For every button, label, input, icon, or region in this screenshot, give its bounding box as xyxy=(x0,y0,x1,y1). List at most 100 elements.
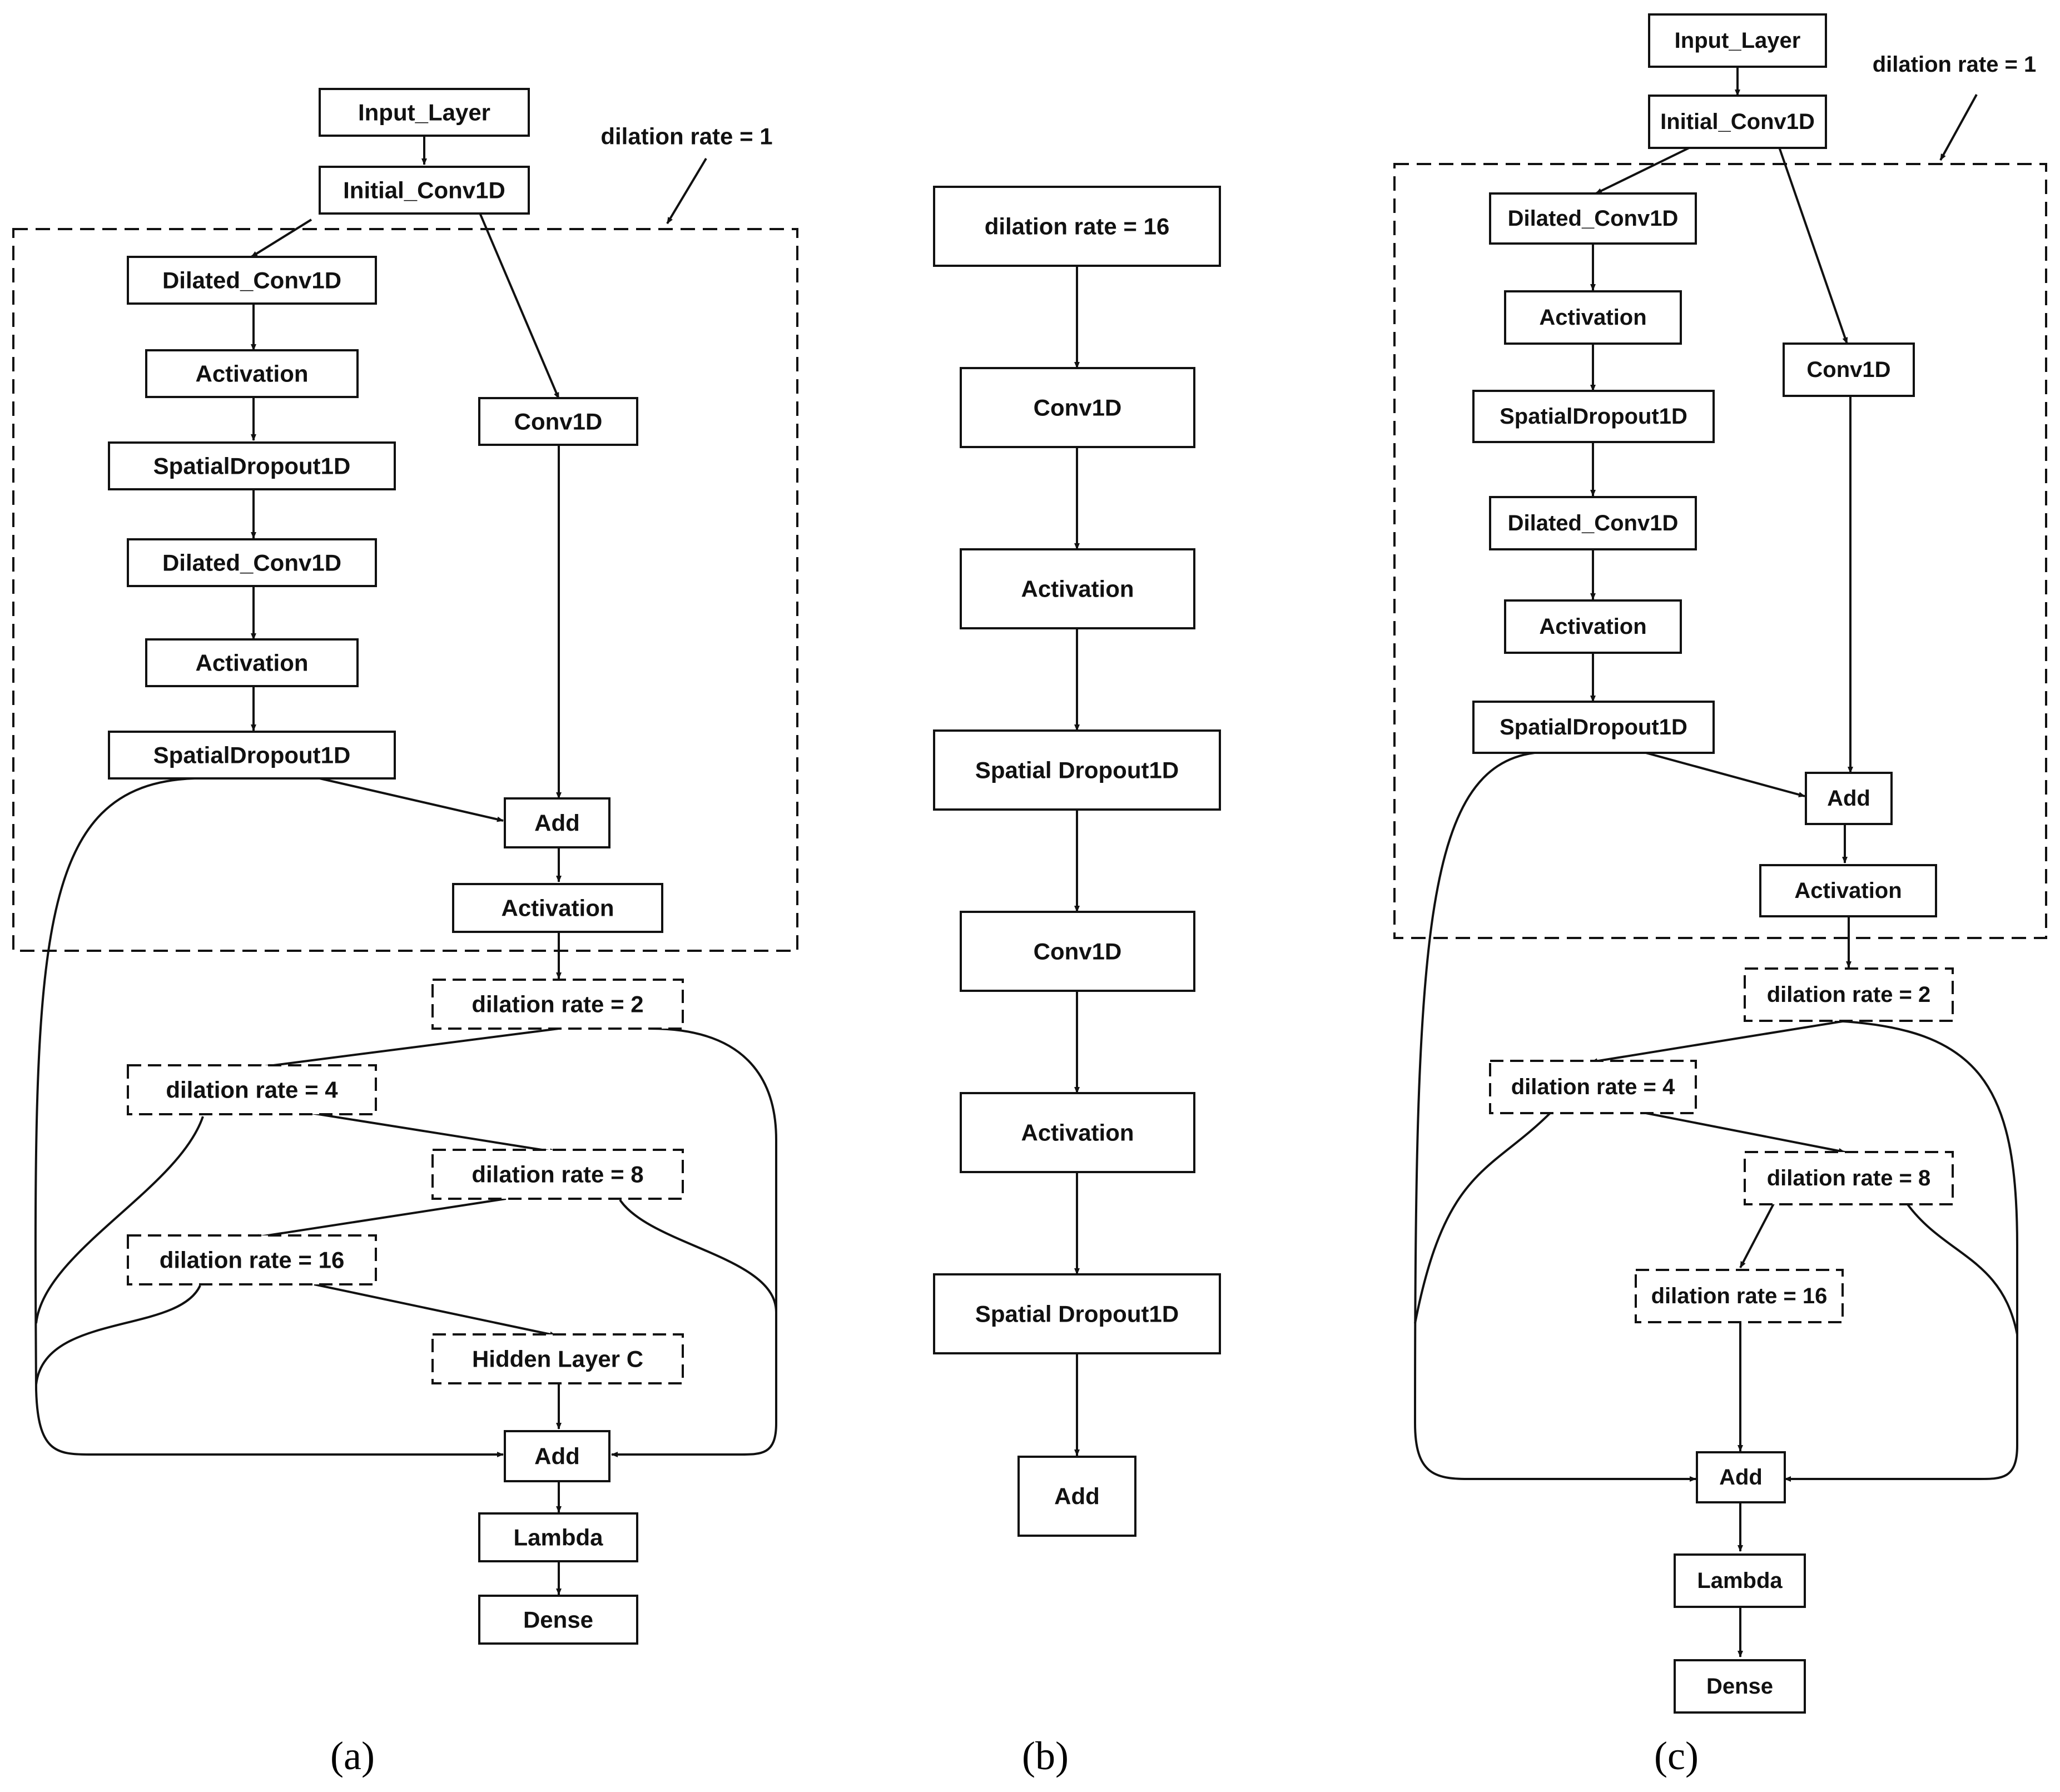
c-label-dilation-2: dilation rate = 2 xyxy=(1767,982,1931,1007)
b-label-activation-1: Activation xyxy=(1021,576,1134,602)
a-node-hidden-layer xyxy=(431,1333,684,1384)
c-label-dilation-4: dilation rate = 4 xyxy=(1511,1075,1675,1099)
a-label-dilation-2: dilation rate = 2 xyxy=(471,991,643,1017)
c-node-spatial-dropout-1 xyxy=(1472,390,1715,443)
c-label-dilation-8: dilation rate = 8 xyxy=(1767,1166,1931,1190)
c-node-dense xyxy=(1674,1659,1806,1714)
c-skip-dr8 xyxy=(1906,1203,2018,1335)
a-edge-dr16-hidden xyxy=(314,1283,557,1337)
a-label-conv1d: Conv1D xyxy=(514,409,603,435)
c-residual-block-frame xyxy=(1393,163,2047,939)
c-edge-dr2-dr4 xyxy=(1591,1020,1846,1064)
c-label-dilated-conv-1: Dilated_Conv1D xyxy=(1508,206,1679,231)
b-label-conv1d-2: Conv1D xyxy=(1034,939,1122,965)
b-label-spatial-dropout-2: Spatial Dropout1D xyxy=(975,1301,1179,1327)
c-node-conv1d xyxy=(1783,342,1915,397)
b-node-conv1d-1 xyxy=(960,367,1195,448)
b-label-conv1d-1: Conv1D xyxy=(1034,395,1122,421)
b-label-spatial-dropout-1: Spatial Dropout1D xyxy=(975,757,1179,783)
c-node-dilated-conv-1 xyxy=(1489,192,1697,245)
c-label-dilated-conv-2: Dilated_Conv1D xyxy=(1508,511,1679,535)
a-skip-left-outer xyxy=(34,777,504,1457)
c-node-activation-1 xyxy=(1504,290,1682,345)
a-node-conv1d xyxy=(478,397,638,446)
a-edge-dr4-dr8 xyxy=(311,1112,557,1154)
a-edge-drop2-add xyxy=(319,777,504,822)
b-label-dilation-16: dilation rate = 16 xyxy=(985,214,1170,240)
caption-b: (b) xyxy=(1022,1734,1069,1778)
c-edge-drop2-add xyxy=(1645,752,1805,797)
c-label-conv1d: Conv1D xyxy=(1806,358,1890,382)
a-skip-dr4 xyxy=(35,1116,204,1324)
a-node-dilated-conv-1 xyxy=(127,256,377,305)
caption-a: (a) xyxy=(330,1734,375,1778)
a-label-hidden-layer: Hidden Layer C xyxy=(472,1346,643,1372)
c-node-lambda xyxy=(1674,1553,1806,1608)
c-label-dense: Dense xyxy=(1706,1674,1773,1699)
c-node-add-2 xyxy=(1696,1451,1786,1503)
c-label-lambda: Lambda xyxy=(1697,1568,1783,1593)
a-skip-dr8 xyxy=(619,1199,777,1313)
a-edge-initial-conv xyxy=(472,197,560,399)
a-node-dilation-4 xyxy=(127,1064,377,1115)
c-node-dilated-conv-2 xyxy=(1489,496,1697,550)
caption-c: (c) xyxy=(1654,1734,1699,1778)
a-label-dilation-16: dilation rate = 16 xyxy=(160,1247,345,1273)
c-node-spatial-dropout-2 xyxy=(1472,701,1715,754)
c-node-dilation-16 xyxy=(1635,1269,1844,1323)
a-label-dilation-8: dilation rate = 8 xyxy=(471,1161,643,1188)
c-node-activation-2 xyxy=(1504,599,1682,654)
a-node-spatial-dropout-2 xyxy=(108,731,396,780)
c-node-dilation-2 xyxy=(1744,967,1954,1022)
c-node-initial-conv xyxy=(1648,95,1827,149)
c-label-spatial-dropout-1: SpatialDropout1D xyxy=(1500,404,1687,429)
a-node-initial-conv xyxy=(319,166,530,215)
a-label-initial-conv: Initial_Conv1D xyxy=(343,177,505,203)
a-node-dilated-conv-2 xyxy=(127,538,377,587)
a-node-dilation-16 xyxy=(127,1234,377,1285)
c-node-dilation-8 xyxy=(1744,1151,1954,1205)
b-label-activation-2: Activation xyxy=(1021,1120,1134,1146)
a-skip-right xyxy=(611,1027,777,1457)
c-label-activation-1: Activation xyxy=(1539,305,1646,330)
a-node-dilation-8 xyxy=(431,1149,684,1200)
a-node-activation-2 xyxy=(145,638,359,687)
a-skip-dr16 xyxy=(35,1285,201,1385)
a-label-dilated-conv-2: Dilated_Conv1D xyxy=(162,550,341,576)
c-skip-dr4 xyxy=(1414,1111,1552,1324)
c-edge-dr4-dr8 xyxy=(1640,1111,1845,1154)
c-edge-dr8-dr16 xyxy=(1739,1203,1775,1268)
b-node-spatial-dropout-2 xyxy=(933,1273,1221,1354)
a-label-spatial-dropout-2: SpatialDropout1D xyxy=(153,742,351,768)
b-label-add: Add xyxy=(1054,1483,1100,1510)
b-node-add xyxy=(1017,1456,1136,1537)
a-edge-initial-dilconv xyxy=(250,219,312,258)
a-edge-dr2-dr4 xyxy=(255,1027,559,1070)
a-label-dilation-4: dilation rate = 4 xyxy=(166,1077,338,1103)
a-node-dense xyxy=(478,1595,638,1645)
c-node-activation-3 xyxy=(1759,864,1937,917)
c-dilation-note: dilation rate = 1 xyxy=(1873,52,2037,77)
a-label-dilated-conv-1: Dilated_Conv1D xyxy=(162,267,341,294)
a-label-activation-2: Activation xyxy=(195,650,308,676)
a-label-add-2: Add xyxy=(534,1443,580,1470)
a-node-spatial-dropout-1 xyxy=(108,441,396,490)
c-node-add-1 xyxy=(1805,772,1893,825)
c-label-input-layer: Input_Layer xyxy=(1675,28,1801,53)
a-label-add-1: Add xyxy=(534,810,580,836)
a-label-lambda: Lambda xyxy=(513,1525,603,1551)
c-label-add-1: Add xyxy=(1827,786,1870,811)
a-node-add-1 xyxy=(504,797,610,848)
b-node-conv1d-2 xyxy=(960,911,1195,992)
a-label-input-layer: Input_Layer xyxy=(358,100,490,126)
c-label-activation-3: Activation xyxy=(1794,878,1902,903)
a-note-arrow xyxy=(666,157,707,225)
a-label-activation-1: Activation xyxy=(195,361,308,387)
a-node-dilation-2 xyxy=(431,979,684,1030)
a-node-activation-1 xyxy=(145,349,359,398)
c-node-dilation-4 xyxy=(1489,1060,1697,1114)
c-skip-left-outer xyxy=(1413,752,1696,1482)
a-node-lambda xyxy=(478,1512,638,1562)
c-node-input-layer xyxy=(1648,13,1827,68)
b-node-spatial-dropout-1 xyxy=(933,729,1221,811)
